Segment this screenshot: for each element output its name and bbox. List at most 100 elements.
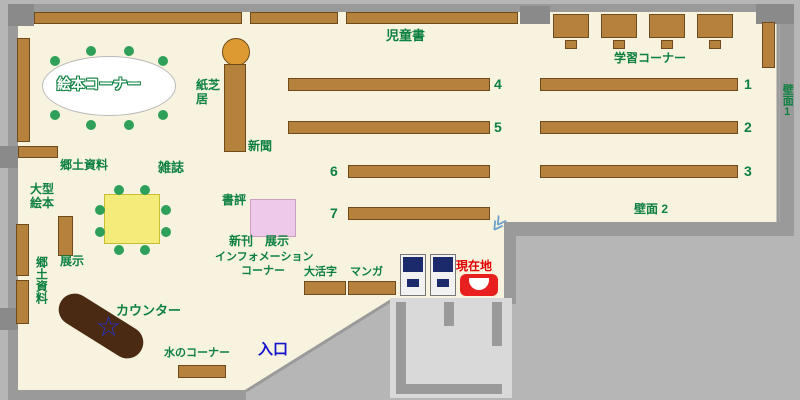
label-counter: カウンター [116,303,182,318]
chair-dot [114,185,124,195]
label-wall-1: 壁面1 [781,84,794,118]
display-shelf [58,216,73,256]
chair-dot [95,227,105,237]
label-large-print: 大活字 [304,266,337,278]
back-room-wall [444,302,454,326]
star-icon: ☆ [96,311,122,342]
bookshelf-row-5 [288,121,490,134]
label-local-materials-upper: 郷土資料 [60,158,109,172]
wall [756,4,794,24]
label-display-left: 展示 [60,254,85,268]
chair-dot [140,185,150,195]
chair-dot [124,120,134,130]
shelf-number-6: 6 [330,163,338,179]
wall-shelf [17,38,30,142]
desk-chair [613,40,625,49]
wall-shelf [16,224,29,276]
wall-shelf [16,280,29,324]
label-children-books: 児童書 [386,28,426,43]
chair-dot [86,46,96,56]
wall-shelf [762,22,775,68]
kiosk-slot [407,279,419,287]
label-study-corner: 学習コーナー [614,51,687,65]
study-desk [697,14,733,38]
wall-shelf [250,12,338,24]
label-display-center: 展示 [265,234,290,248]
label-kamishibai: 紙芝居 [196,78,221,107]
wall [0,308,18,330]
label-newspaper: 新聞 [248,139,273,153]
water-corner-shelf [178,365,226,378]
study-desk [649,14,685,38]
chair-dot [140,245,150,255]
chair-dot [158,56,168,66]
chair-dot [50,56,60,66]
wall [504,222,516,304]
label-manga: マンガ [350,266,383,278]
desk-chair [565,40,577,49]
bookshelf-row-1 [540,78,738,91]
label-local-materials-left: 郷土資料 [34,256,49,304]
current-location-marker [460,274,498,296]
bookshelf-row-4 [288,78,490,91]
wall [520,6,550,24]
wall-shelf [34,12,242,24]
shelf-number-1: 1 [744,76,752,92]
chair-dot [158,110,168,120]
desk-chair [661,40,673,49]
study-desk [553,14,589,38]
large-print-shelf [304,281,346,295]
wall [8,4,18,398]
shelf-number-4: 4 [494,76,502,92]
chair-dot [124,46,134,56]
label-water-corner: 水のコーナー [164,347,230,359]
label-information-2: コーナー [241,265,285,277]
bookshelf-row-2 [540,121,738,134]
new-books-display [250,199,296,237]
label-new-books: 新刊 [229,234,254,248]
wall-shelf [346,12,518,24]
back-room-wall [492,302,502,346]
wall [8,4,34,26]
shelf-number-2: 2 [744,119,752,135]
kiosk-machine [400,254,426,296]
wall-shelf [18,146,58,158]
chair-dot [161,227,171,237]
kamishibai-shelf [224,64,246,152]
label-magazines: 雑誌 [158,160,185,175]
label-current-location: 現在地 [456,259,493,273]
chair-dot [50,110,60,120]
kiosk-screen [403,257,423,272]
label-large-picture-books: 大型絵本 [30,182,55,211]
kamishibai-round-table [222,38,250,66]
chair-dot [161,205,171,215]
chair-dot [86,120,96,130]
label-information-1: インフォメーション [215,251,314,263]
kiosk-slot [437,279,449,287]
bookshelf-row-3 [540,165,738,178]
wall [8,4,794,12]
chair-dot [114,245,124,255]
wall [0,146,18,168]
wall [780,4,794,236]
study-desk [601,14,637,38]
label-picture-book-corner: 絵本コーナー [57,76,141,92]
kiosk-screen [433,257,453,272]
label-entrance: 入口 [258,341,289,358]
shelf-number-7: 7 [330,205,338,221]
picture-book-table [42,56,176,116]
back-room-wall [396,302,406,394]
kiosk-machine [430,254,456,296]
shelf-number-5: 5 [494,119,502,135]
wall [8,390,246,400]
desk-chair [709,40,721,49]
wall [506,222,794,236]
current-location-arc [469,278,489,290]
bookshelf-row-7 [348,207,490,220]
label-wall-2: 壁面 2 [634,202,669,216]
bookshelf-row-6 [348,165,490,178]
shelf-number-3: 3 [744,163,752,179]
manga-shelf [348,281,396,295]
label-book-review: 書評 [222,193,247,207]
